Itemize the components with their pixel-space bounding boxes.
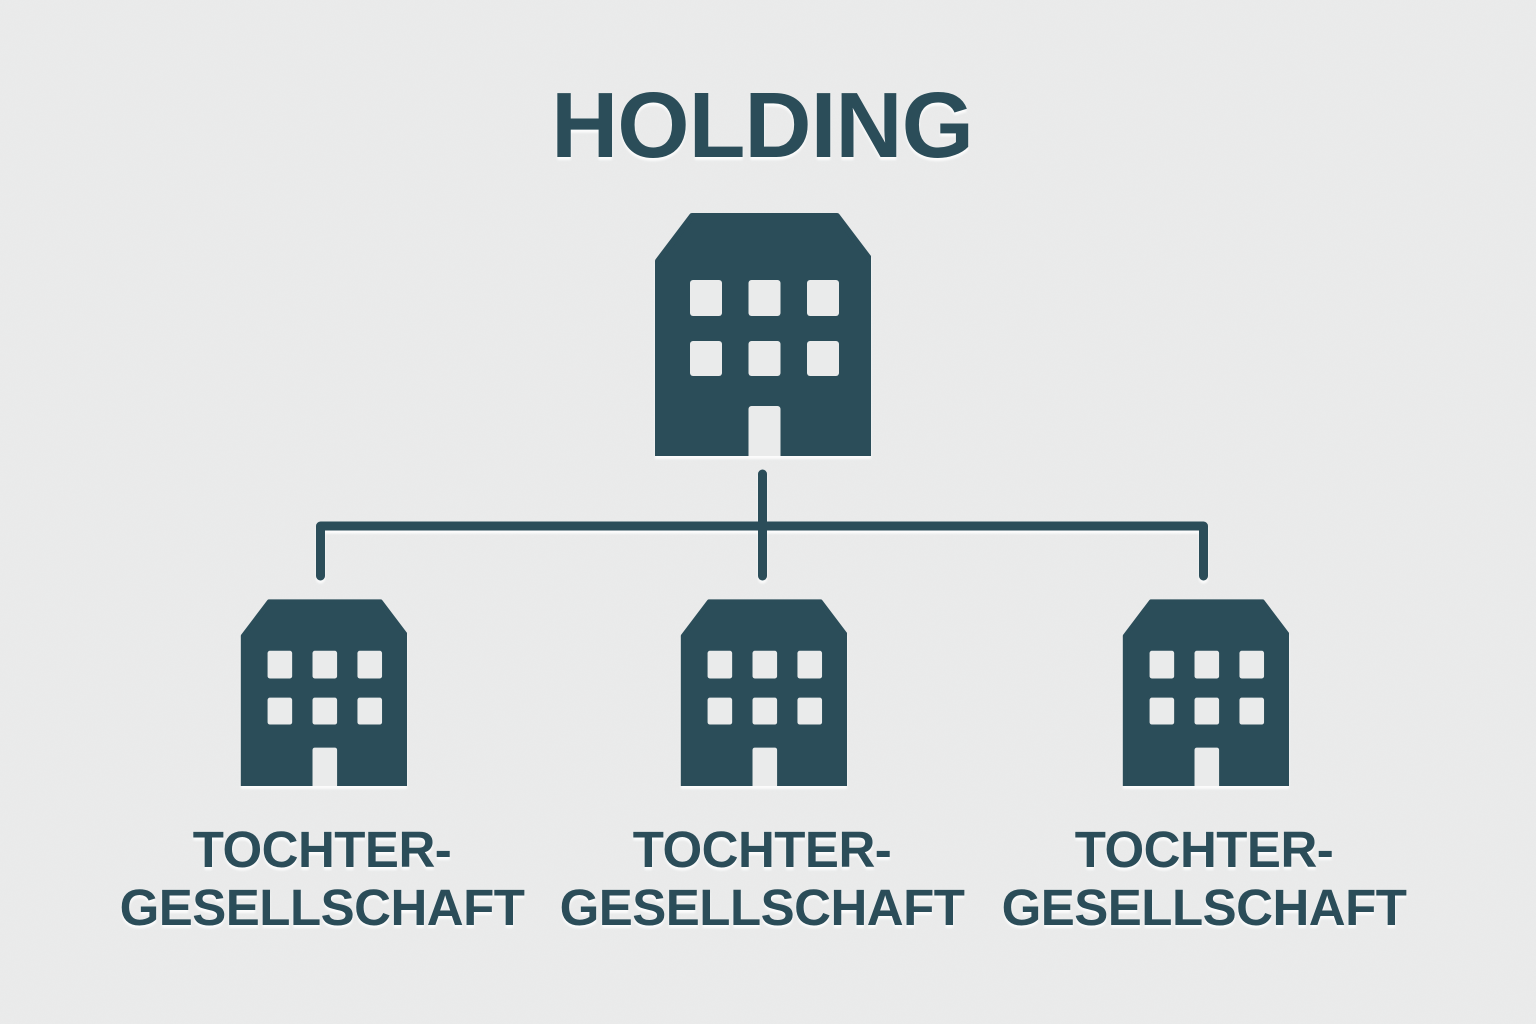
subsidiary-1-label-line2: GESELLSCHAFT <box>119 879 525 936</box>
subsidiary-2-building-icon <box>678 597 847 786</box>
holding-title: HOLDING <box>551 73 974 177</box>
subsidiary-2-label-line1: TOCHTER- <box>632 821 892 878</box>
subsidiary-1-building-icon <box>238 597 407 786</box>
subsidiary-2-label-line2: GESELLSCHAFT <box>559 879 965 936</box>
subsidiary-3-label: TOCHTER- GESELLSCHAFT <box>984 821 1424 937</box>
subsidiary-3-building-icon <box>1120 597 1289 786</box>
subsidiary-1-label: TOCHTER- GESELLSCHAFT <box>102 821 542 937</box>
connector-bracket <box>316 521 1208 581</box>
subsidiary-2-label: TOCHTER- GESELLSCHAFT <box>542 821 982 937</box>
subsidiary-1-label-line1: TOCHTER- <box>192 821 452 878</box>
subsidiary-3-label-line1: TOCHTER- <box>1074 821 1334 878</box>
subsidiary-3-label-line2: GESELLSCHAFT <box>1001 879 1407 936</box>
